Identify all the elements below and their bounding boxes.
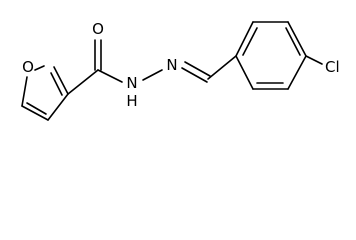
bond [67,69,99,95]
bond [50,72,63,96]
bond [34,65,45,71]
bond [235,55,254,90]
bond [207,55,237,80]
bond [21,105,49,121]
bond [287,55,307,90]
imine-nitrogen-label: N [166,56,177,74]
bond [26,102,47,115]
amide-nitrogen-label: N [126,74,137,92]
chemical-structure: O O N H N Cl [21,20,340,121]
bond [53,66,69,95]
bond [242,27,258,56]
bond [287,21,307,57]
bond [181,67,208,83]
bond [235,21,254,57]
imine-double-bond [181,61,211,83]
bond [305,55,323,65]
bond [47,93,69,121]
chlorine-label: Cl [325,58,340,76]
bond [21,76,28,107]
bond [97,69,123,83]
bond [142,69,163,81]
bond [285,27,301,56]
furan-ring [21,65,69,121]
bond [184,61,211,77]
carbonyl-oxygen-label: O [92,20,104,38]
benzene-ring [235,21,307,90]
carbonyl-group [94,39,102,71]
furan-oxygen-label: O [22,58,34,76]
amide-hydrogen-label: H [126,92,137,110]
